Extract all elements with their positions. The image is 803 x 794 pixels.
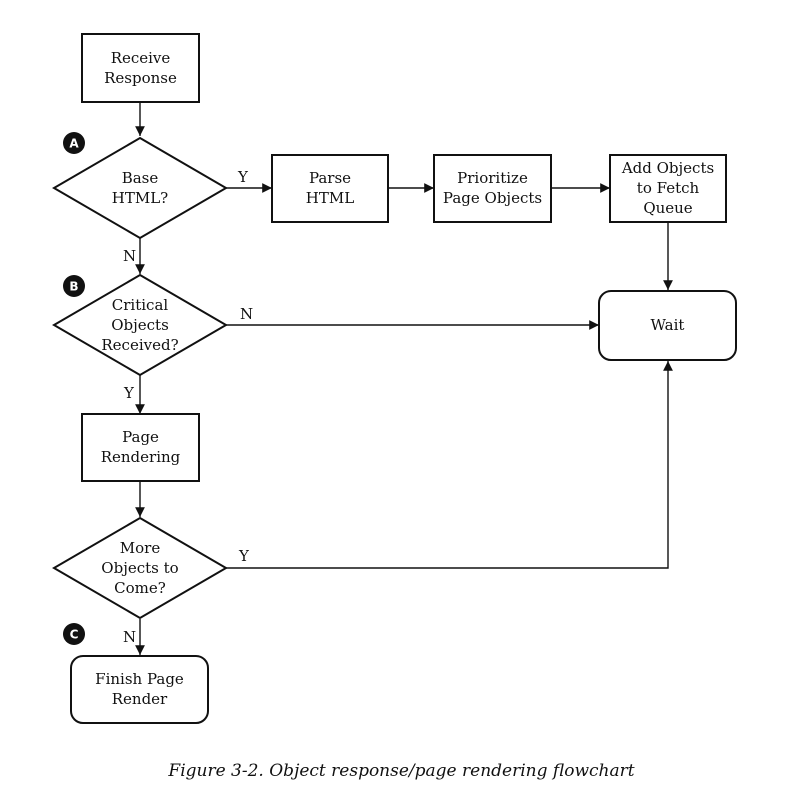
node-receive-response: Receive Response <box>81 33 200 103</box>
node-add-objects-to-fetch-queue: Add Objects to Fetch Queue <box>609 154 727 223</box>
svg-text:C: C <box>70 628 79 642</box>
node-wait: Wait <box>598 290 737 361</box>
svg-text:Receive: Receive <box>111 49 171 67</box>
svg-text:Base: Base <box>122 169 159 187</box>
node-finish-page-render: Finish Page Render <box>70 655 209 724</box>
svg-text:Come?: Come? <box>114 579 166 597</box>
svg-text:Critical: Critical <box>112 296 169 314</box>
branch-label-base-yes: Y <box>237 168 249 186</box>
arrow-more-to-wait <box>226 361 673 569</box>
svg-text:to Fetch: to Fetch <box>637 179 700 197</box>
svg-text:Render: Render <box>112 690 168 708</box>
node-parse-html: Parse HTML <box>271 154 389 223</box>
svg-text:Objects to: Objects to <box>101 559 178 577</box>
svg-text:Add Objects: Add Objects <box>621 159 714 177</box>
branch-label-more-no: N <box>123 628 136 646</box>
connectors <box>135 102 673 655</box>
svg-text:Finish Page: Finish Page <box>95 670 184 688</box>
step-badge-c: C <box>63 623 85 645</box>
step-badge-a: A <box>63 132 85 154</box>
branch-label-critical-yes: Y <box>123 384 135 402</box>
svg-text:Rendering: Rendering <box>101 448 181 466</box>
svg-text:Prioritize: Prioritize <box>457 169 528 187</box>
node-more-objects-decision: More Objects to Come? <box>52 516 228 620</box>
svg-text:Parse: Parse <box>309 169 351 187</box>
svg-text:Page Objects: Page Objects <box>443 189 542 207</box>
branch-label-critical-no: N <box>240 305 253 323</box>
svg-text:Wait: Wait <box>651 316 685 334</box>
svg-text:Page: Page <box>122 428 159 446</box>
svg-text:Received?: Received? <box>101 336 178 354</box>
svg-text:HTML: HTML <box>306 189 354 207</box>
svg-text:HTML?: HTML? <box>112 189 168 207</box>
node-prioritize-page-objects: Prioritize Page Objects <box>433 154 552 223</box>
branch-label-base-no: N <box>123 247 136 265</box>
svg-text:Queue: Queue <box>643 199 692 217</box>
figure-caption: Figure 3-2. Object response/page renderi… <box>168 761 635 781</box>
svg-text:Objects: Objects <box>111 316 169 334</box>
svg-text:Response: Response <box>104 69 177 87</box>
svg-text:More: More <box>120 539 161 557</box>
svg-text:A: A <box>69 137 79 151</box>
svg-text:B: B <box>69 280 78 294</box>
node-page-rendering: Page Rendering <box>81 413 200 482</box>
flowchart: Receive Response Base HTML? Parse HTML P… <box>52 33 737 724</box>
branch-label-more-yes: Y <box>238 547 250 565</box>
node-critical-objects-decision: Critical Objects Received? <box>52 273 228 377</box>
step-badge-b: B <box>63 275 85 297</box>
node-base-html-decision: Base HTML? <box>52 136 228 240</box>
